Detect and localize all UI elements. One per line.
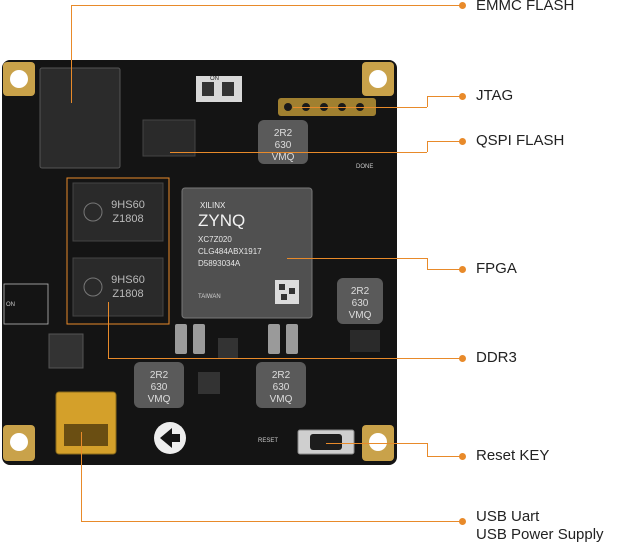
svg-text:9HS60: 9HS60 (111, 199, 145, 211)
usb-leader-dot (459, 518, 466, 525)
inductor-bottom-left: 2R2 630 VMQ (134, 362, 184, 408)
svg-text:XILINX: XILINX (200, 201, 226, 210)
arrow-logo-icon (154, 422, 186, 454)
ddr3-leader-dot (459, 355, 466, 362)
fpga-leader-vertical (427, 258, 428, 269)
inductor-top: 2R2 630 VMQ (258, 120, 308, 164)
label-emmc-flash: EMMC FLASH (476, 0, 575, 14)
label-usb-power: USB Power Supply (476, 526, 604, 543)
svg-text:2R2: 2R2 (272, 370, 291, 381)
inductor-bottom-right: 2R2 630 VMQ (256, 362, 306, 408)
inductor-right: 2R2 630 VMQ (337, 278, 383, 324)
silk-reset: RESET (258, 438, 278, 444)
ddr3-leader (108, 358, 463, 359)
svg-text:2R2: 2R2 (274, 128, 293, 139)
small-ic-2 (198, 372, 220, 394)
label-jtag: JTAG (476, 87, 514, 104)
svg-text:VMQ: VMQ (272, 152, 295, 163)
jtag-leader-2 (427, 96, 463, 97)
jtag-leader-dot (459, 93, 466, 100)
mounting-pads (3, 62, 394, 461)
qspi-chip (142, 119, 196, 157)
reset-leader-vertical (427, 443, 428, 456)
silk-dip-on: ON (210, 76, 219, 82)
svg-text:VMQ: VMQ (349, 310, 372, 321)
silk-mode-on: ON (6, 302, 15, 308)
reset-leader (326, 443, 427, 444)
emmc-chip (39, 67, 121, 169)
ddr3-leader-vertical (108, 302, 109, 358)
svg-text:630: 630 (273, 382, 290, 393)
svg-text:D5893034A: D5893034A (198, 259, 241, 268)
usb-leader-vertical (81, 432, 82, 521)
svg-text:CLG484ABX1917: CLG484ABX1917 (198, 247, 262, 256)
svg-text:630: 630 (151, 382, 168, 393)
fpga-leader-2 (427, 269, 463, 270)
emmc-leader (71, 5, 463, 6)
ddr3-chip-top: 9HS60 Z1808 (72, 182, 164, 242)
ddr3-outline (66, 177, 170, 325)
jtag-leader (293, 107, 427, 108)
label-usb-uart: USB Uart (476, 508, 540, 525)
svg-text:2R2: 2R2 (351, 286, 370, 297)
label-reset-key: Reset KEY (476, 447, 550, 464)
emmc-leader-vertical (71, 5, 72, 103)
ddr3-chip-bottom: 9HS60 Z1808 (72, 257, 164, 317)
svg-text:630: 630 (275, 140, 292, 151)
svg-text:630: 630 (352, 298, 369, 309)
mode-table (3, 283, 49, 325)
uart-ic (48, 333, 84, 369)
svg-text:VMQ: VMQ (148, 394, 171, 405)
emmc-leader-dot (459, 2, 466, 9)
qspi-leader-2 (427, 141, 463, 142)
svg-text:Z1808: Z1808 (112, 213, 143, 225)
svg-text:ZYNQ: ZYNQ (198, 211, 245, 230)
qspi-leader-dot (459, 138, 466, 145)
usb-leader (81, 521, 463, 522)
qspi-leader (170, 152, 427, 153)
svg-text:TAIWAN: TAIWAN (198, 294, 221, 300)
usb-connector (55, 391, 117, 455)
label-ddr3: DDR3 (476, 349, 517, 366)
fpga-leader-dot (459, 266, 466, 273)
svg-text:9HS60: 9HS60 (111, 274, 145, 286)
reset-key (297, 429, 355, 455)
fpga-chip: XILINX ZYNQ XC7Z020 CLG484ABX1917 D58930… (181, 187, 313, 319)
fpga-leader (287, 258, 427, 259)
qspi-leader-vertical (427, 141, 428, 152)
label-qspi-flash: QSPI FLASH (476, 132, 565, 149)
label-fpga: FPGA (476, 260, 517, 277)
svg-text:Z1808: Z1808 (112, 288, 143, 300)
svg-text:2R2: 2R2 (150, 370, 169, 381)
svg-text:VMQ: VMQ (270, 394, 293, 405)
small-ic (218, 338, 238, 358)
silk-done: DONE (356, 164, 373, 170)
reset-leader-dot (459, 453, 466, 460)
jtag-leader-vertical (427, 96, 428, 107)
capacitor-row (175, 324, 298, 354)
svg-text:XC7Z020: XC7Z020 (198, 235, 232, 244)
reset-leader-2 (427, 456, 463, 457)
small-ic-3 (350, 330, 380, 352)
